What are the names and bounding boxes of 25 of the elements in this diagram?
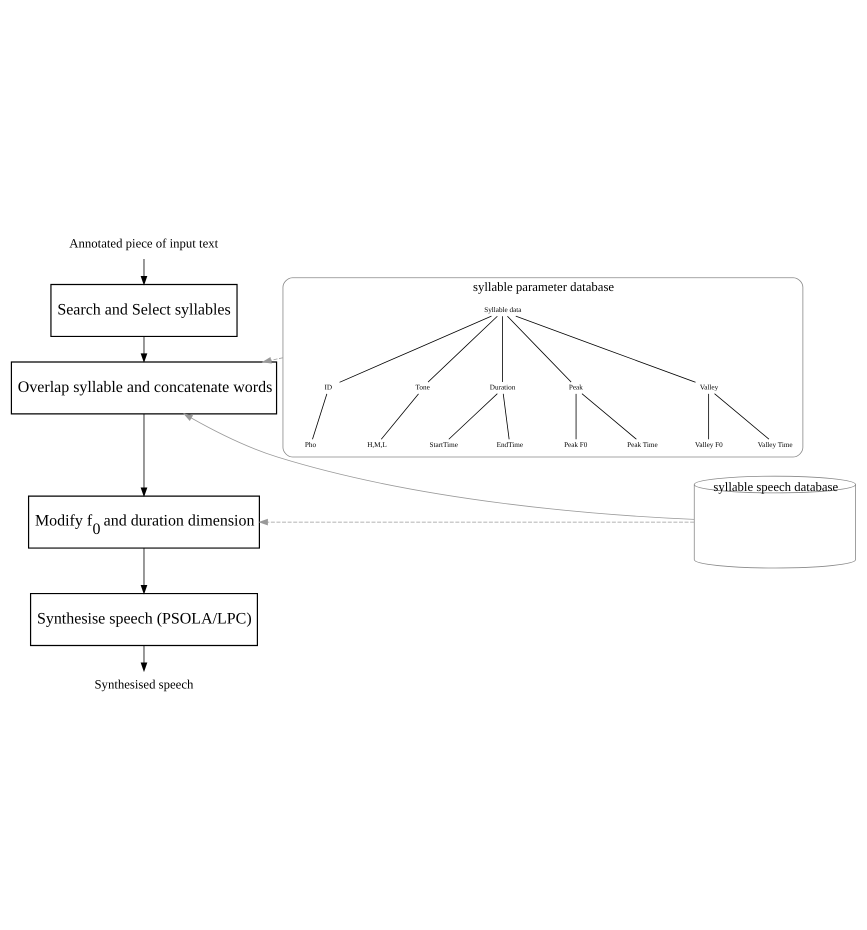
arrow xyxy=(183,413,694,520)
arrow xyxy=(258,518,695,526)
node-text: Annotated piece of input text xyxy=(69,236,218,251)
arrow xyxy=(140,645,148,672)
connector xyxy=(515,316,696,383)
arrow xyxy=(262,356,284,364)
connector xyxy=(428,316,498,382)
connector xyxy=(339,316,492,383)
connector xyxy=(380,393,419,440)
node-box: Overlap syllable and concatenate words xyxy=(10,361,278,414)
arrow xyxy=(140,336,148,363)
arrow xyxy=(140,548,148,595)
connector xyxy=(502,393,510,440)
node-text: Synthesised speech xyxy=(94,677,194,692)
connector xyxy=(502,316,503,382)
node-box: Synthesise speech (PSOLA/LPC) xyxy=(30,592,258,646)
connector xyxy=(312,393,328,440)
connector xyxy=(714,393,770,440)
connector xyxy=(708,393,710,440)
arrow xyxy=(140,414,148,498)
connector xyxy=(507,316,572,382)
connector xyxy=(582,393,637,440)
connector xyxy=(448,393,498,440)
arrow xyxy=(140,258,148,286)
node-box: Search and Select syllables xyxy=(50,284,238,338)
